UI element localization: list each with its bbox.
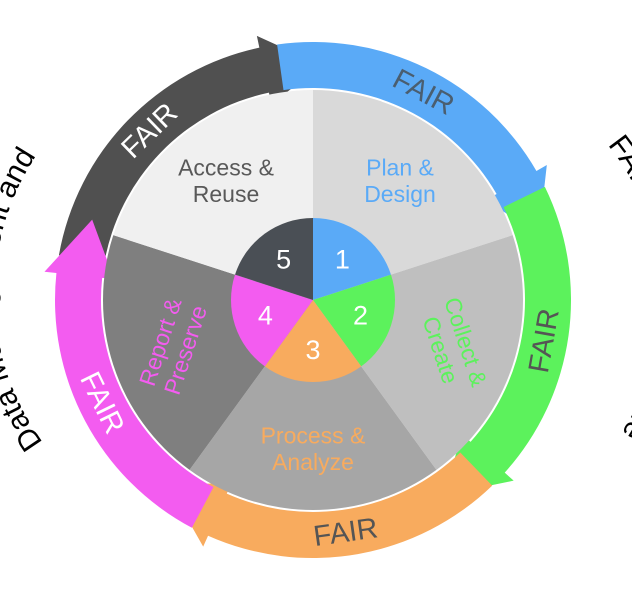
segment-label-line: Plan & — [366, 155, 434, 181]
fair-arrow-ring — [44, 35, 571, 558]
segment-label-line: Design — [364, 181, 436, 207]
step-number-4: 4 — [258, 300, 273, 330]
segment-label-5: Access &Reuse — [178, 155, 274, 207]
fair-arrow-orange — [168, 452, 493, 558]
segment-3 — [189, 300, 437, 510]
hub-slice-2 — [313, 274, 395, 367]
fair-arrow-green — [444, 186, 571, 495]
left-title: Data Management and — [0, 142, 49, 457]
hub-slice-5 — [235, 218, 313, 300]
step-number-hub: 12 3 45 — [231, 218, 395, 382]
step-number-2: 2 — [353, 300, 368, 330]
right-title: FAIRification Life Cycle — [602, 129, 632, 447]
step-number-3: 3 — [305, 335, 320, 365]
hub-slice-4 — [231, 274, 313, 367]
step-number-1: 1 — [335, 245, 350, 275]
hub-slice-1 — [313, 218, 391, 300]
hub-slice-3 — [264, 300, 362, 382]
segment-label-3: Process &Analyze — [261, 422, 366, 474]
segment-label-line: Analyze — [272, 449, 354, 475]
segment-label-line: Access & — [178, 155, 274, 181]
segment-label-line: Reuse — [193, 181, 259, 207]
segment-label-1: Plan &Design — [364, 155, 436, 207]
fair-arrow-magenta — [44, 219, 214, 528]
fair-arrow-dark — [58, 35, 322, 264]
segment-label-line: Process & — [261, 422, 366, 448]
step-number-5: 5 — [276, 245, 291, 275]
fair-arrow-blue — [277, 42, 547, 236]
